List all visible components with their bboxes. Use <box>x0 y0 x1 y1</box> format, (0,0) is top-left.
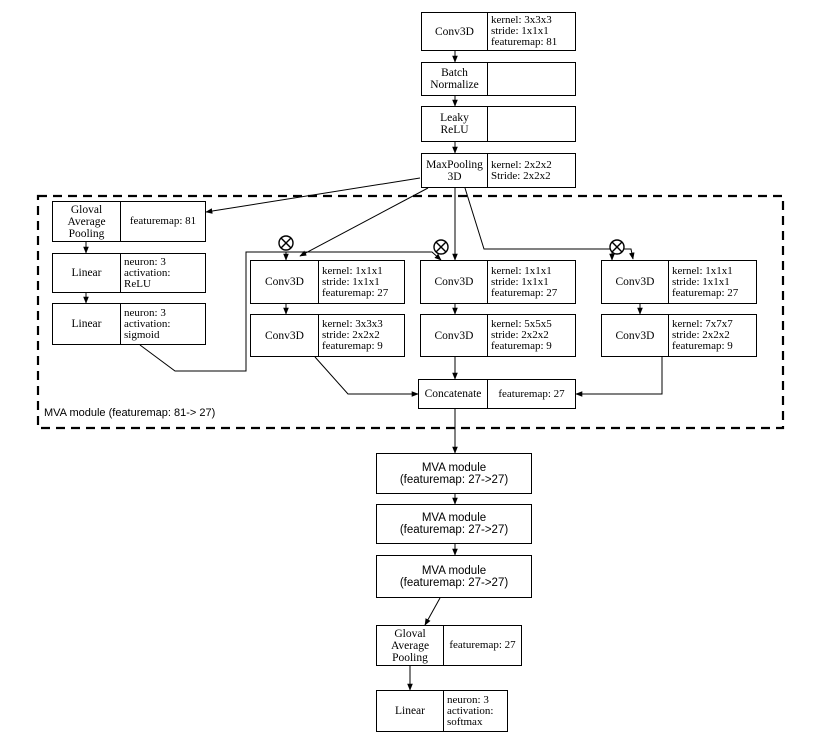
block-name: Conv3D <box>421 315 488 356</box>
arrow-mult1-to-conv <box>277 251 289 261</box>
multiply-icon-1 <box>278 235 294 251</box>
block-name: Conv3D <box>602 261 669 303</box>
block-name: Concatenate <box>419 380 488 408</box>
block-name: MVA module (featuremap: 27->27) <box>399 512 509 536</box>
block-params: neuron: 3 activation: sigmoid <box>124 306 171 341</box>
mva-module-block-3: MVA module (featuremap: 27->27) <box>376 555 532 598</box>
block-params: kernel: 1x1x1 stride: 1x1x1 featuremap: … <box>322 264 389 299</box>
block-name: MVA module (featuremap: 27->27) <box>399 461 509 486</box>
final-linear-softmax-block: Linear neuron: 3 activation: softmax <box>376 690 508 732</box>
block-name: Gloval Average Pooling <box>377 626 444 665</box>
block-name: Leaky ReLU <box>422 107 488 141</box>
block-params: kernel: 3x3x3 stride: 1x1x1 featuremap: … <box>491 14 558 48</box>
arrow-pool-to-gap <box>205 177 421 214</box>
block-params <box>488 107 575 141</box>
block-name: Gloval Average Pooling <box>53 202 121 241</box>
block-params: featuremap: 81 <box>129 215 197 227</box>
arrow-pool-to-mult1 <box>299 187 429 257</box>
maxpooling-block: MaxPooling 3D kernel: 2x2x2 Stride: 2x2x… <box>421 153 576 188</box>
mva-module-block-1: MVA module (featuremap: 27->27) <box>376 453 532 494</box>
arrow-mva3-to-gap <box>424 597 441 626</box>
branch1-conv3d-b: Conv3D kernel: 3x3x3 stride: 2x2x2 featu… <box>250 314 405 357</box>
block-name: Linear <box>377 691 444 731</box>
final-global-average-pooling-block: Gloval Average Pooling featuremap: 27 <box>376 625 522 666</box>
block-name: Linear <box>53 304 121 344</box>
block-params: neuron: 3 activation: softmax <box>447 693 494 728</box>
batch-normalize-block: Batch Normalize <box>421 62 576 96</box>
arrow-pool-to-mult3 <box>464 187 635 260</box>
block-params: kernel: 1x1x1 stride: 1x1x1 featuremap: … <box>491 264 558 299</box>
branch3-conv3d-b: Conv3D kernel: 7x7x7 stride: 2x2x2 featu… <box>601 314 757 357</box>
global-average-pooling-block: Gloval Average Pooling featuremap: 81 <box>52 201 206 242</box>
mva-module-boundary <box>36 194 785 430</box>
mva-module-label: MVA module (featuremap: 81-> 27) <box>44 407 216 419</box>
block-name: Conv3D <box>422 13 488 50</box>
block-name: Conv3D <box>421 261 488 303</box>
block-name: Conv3D <box>251 315 319 356</box>
block-name: Conv3D <box>602 315 669 356</box>
block-params: neuron: 3 activation: ReLU <box>124 255 171 290</box>
block-params <box>488 63 575 95</box>
conv3d-block: Conv3D kernel: 3x3x3 stride: 1x1x1 featu… <box>421 12 576 51</box>
block-name: MaxPooling 3D <box>422 154 488 187</box>
block-params: kernel: 7x7x7 stride: 2x2x2 featuremap: … <box>672 318 733 352</box>
branch2-conv3d-a: Conv3D kernel: 1x1x1 stride: 1x1x1 featu… <box>420 260 576 304</box>
block-name: MVA module (featuremap: 27->27) <box>399 564 509 589</box>
block-name: Linear <box>53 254 121 292</box>
mva-module-block-2: MVA module (featuremap: 27->27) <box>376 504 532 544</box>
arrow-b1-to-concat <box>314 356 419 397</box>
multiply-icon-2 <box>433 239 449 255</box>
block-params: kernel: 1x1x1 stride: 1x1x1 featuremap: … <box>672 264 739 299</box>
concatenate-block: Concatenate featuremap: 27 <box>418 379 576 409</box>
arrow-attention-to-mult2 <box>139 251 442 372</box>
branch2-conv3d-b: Conv3D kernel: 5x5x5 stride: 2x2x2 featu… <box>420 314 576 357</box>
block-params: kernel: 2x2x2 Stride: 2x2x2 <box>491 158 552 182</box>
linear-sigmoid-block: Linear neuron: 3 activation: sigmoid <box>52 303 206 345</box>
linear-relu-block: Linear neuron: 3 activation: ReLU <box>52 253 206 293</box>
block-name: Batch Normalize <box>422 63 488 95</box>
arrow-b3-to-concat <box>575 357 663 397</box>
block-params: kernel: 5x5x5 stride: 2x2x2 featuremap: … <box>491 318 552 352</box>
branch1-conv3d-a: Conv3D kernel: 1x1x1 stride: 1x1x1 featu… <box>250 260 405 304</box>
block-params: kernel: 3x3x3 stride: 2x2x2 featuremap: … <box>322 318 383 352</box>
leaky-relu-block: Leaky ReLU <box>421 106 576 142</box>
block-name: Conv3D <box>251 261 319 303</box>
block-params: featuremap: 27 <box>449 639 516 651</box>
branch3-conv3d-a: Conv3D kernel: 1x1x1 stride: 1x1x1 featu… <box>601 260 757 304</box>
block-params: featuremap: 27 <box>498 387 565 400</box>
multiply-icon-3 <box>609 239 625 255</box>
